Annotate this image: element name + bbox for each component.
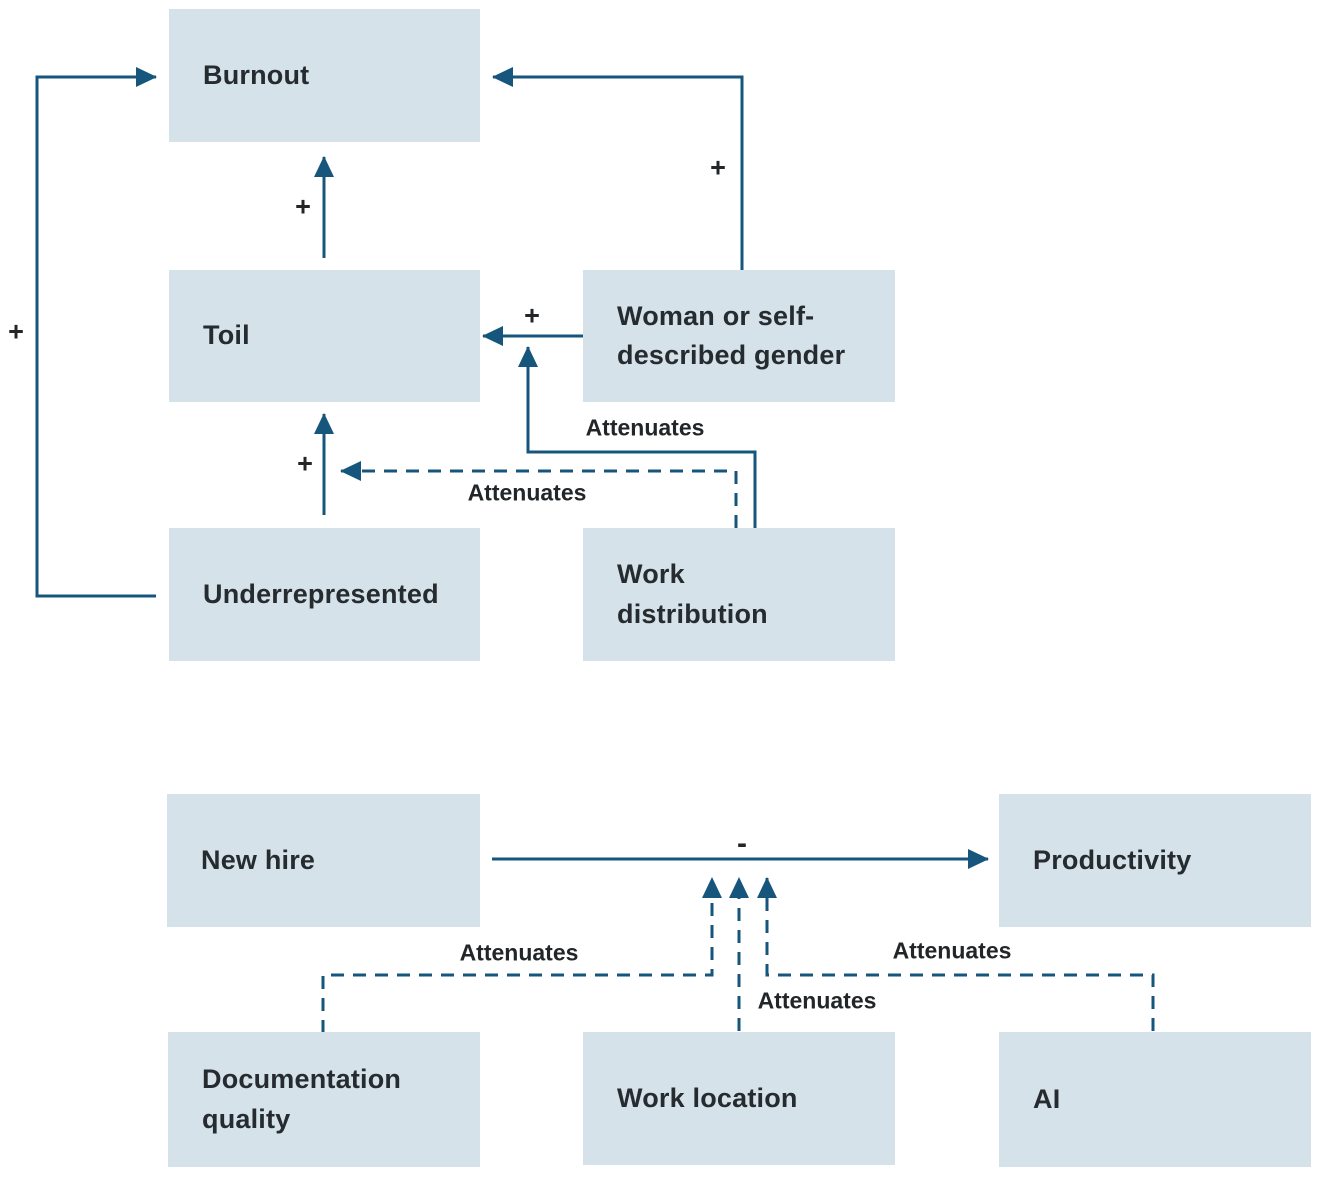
edge-ai-attenuates-newhire-productivity — [757, 877, 1155, 1031]
node-productivity: Productivity — [999, 794, 1311, 927]
attenuates-label-workdistribution-woman-toil: Attenuates — [585, 414, 705, 441]
node-new-hire: New hire — [167, 794, 480, 927]
attenuates-label-documentationquality: Attenuates — [459, 939, 579, 966]
node-underrepresented: Underrepresented — [169, 528, 480, 661]
attenuates-label-worklocation: Attenuates — [757, 987, 877, 1014]
edge-sign-woman-burnout: + — [710, 152, 726, 183]
node-ai: AI — [999, 1032, 1311, 1167]
edge-sign-newhire-productivity: - — [737, 827, 747, 860]
node-work-distribution: Work distribution — [583, 528, 895, 661]
edge-sign-woman-toil: + — [524, 300, 540, 331]
attenuates-label-ai: Attenuates — [892, 937, 1012, 964]
edge-woman-to-burnout — [492, 67, 744, 270]
edge-sign-underrepresented-burnout: + — [8, 316, 24, 347]
edge-workdistribution-attenuates-woman-toil — [518, 346, 757, 528]
edge-sign-underrepresented-toil: + — [297, 448, 313, 479]
node-toil: Toil — [169, 270, 480, 402]
edge-workdistribution-attenuates-underrepresented-toil — [340, 461, 738, 528]
edge-documentationquality-attenuates-newhire-productivity — [321, 877, 722, 1033]
edge-sign-toil-burnout: + — [295, 191, 311, 222]
node-work-location: Work location — [583, 1032, 895, 1165]
node-woman-or-self-described-gender: Woman or self- described gender — [583, 270, 895, 402]
attenuates-label-workdistribution-underrepresented-toil: Attenuates — [467, 479, 587, 506]
node-documentation-quality: Documentation quality — [168, 1032, 480, 1167]
node-burnout: Burnout — [169, 9, 480, 142]
edge-underrepresented-to-burnout — [35, 67, 157, 598]
